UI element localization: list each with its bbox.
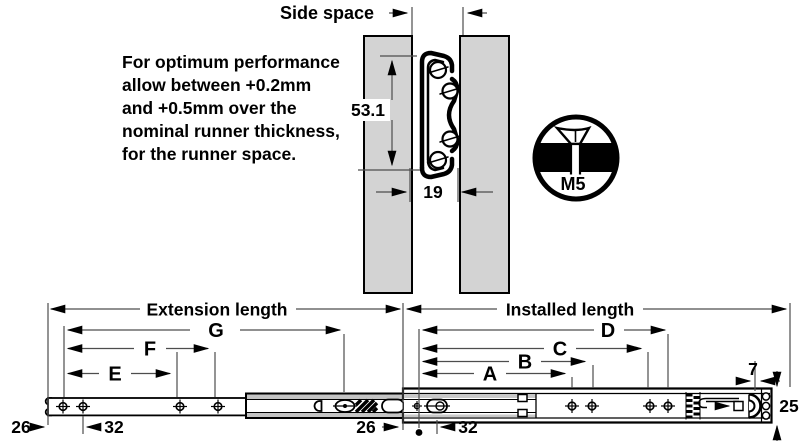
reference-hole bbox=[412, 401, 422, 411]
runner-space-value: 19 bbox=[423, 182, 443, 202]
dim-letter-b: B bbox=[518, 352, 532, 374]
bearing-balls bbox=[427, 60, 461, 170]
end-offset-value: 7 bbox=[748, 359, 758, 379]
cabinet-panel-left bbox=[363, 35, 413, 294]
dim-32-center: 32 bbox=[439, 417, 478, 437]
mounting-hole bbox=[585, 399, 599, 413]
mounting-hole bbox=[56, 399, 70, 414]
detent-notch bbox=[313, 400, 323, 412]
dim-26-center: 26 bbox=[356, 417, 400, 437]
dim-32-left: 32 bbox=[85, 417, 124, 437]
extension-length-label: Extension length bbox=[147, 300, 288, 320]
dim-d: D bbox=[421, 320, 667, 342]
left-end-offset-value: 26 bbox=[11, 417, 31, 437]
dim-installed-length: Installed length bbox=[405, 300, 788, 320]
middle-rail bbox=[245, 392, 416, 419]
rear-bumper bbox=[748, 393, 762, 419]
mounting-hole bbox=[661, 399, 675, 413]
rail-height-value: 25 bbox=[779, 396, 799, 416]
dim-e: E bbox=[66, 364, 172, 386]
cutout bbox=[517, 408, 528, 418]
note-line: and +0.5mm over the bbox=[122, 98, 297, 118]
dim-b: B bbox=[421, 352, 587, 374]
rivet-strip bbox=[760, 389, 771, 422]
dim-letter-g: G bbox=[208, 320, 224, 342]
note-line: for the runner space. bbox=[122, 144, 296, 164]
dim-7: 7 bbox=[735, 359, 780, 386]
note-line: For optimum performance bbox=[122, 52, 340, 72]
dim-extension-length: Extension length bbox=[49, 300, 402, 320]
adjustment-slot bbox=[424, 398, 450, 414]
mounting-hole bbox=[643, 399, 657, 413]
dim-25: 25 bbox=[772, 371, 799, 441]
performance-note: For optimum performance allow between +0… bbox=[122, 52, 340, 164]
side-space-label: Side space bbox=[280, 3, 374, 23]
runner-side-view bbox=[44, 387, 773, 424]
dim-a: A bbox=[421, 364, 567, 386]
m5-screw-badge: M5 bbox=[532, 114, 620, 202]
dimension-annotations: Extension length Installed length G D F bbox=[11, 300, 799, 441]
left-hole-pitch-value: 32 bbox=[104, 417, 124, 437]
cutout bbox=[517, 393, 528, 403]
side-space-annotation: Side space bbox=[280, 3, 487, 36]
center-end-offset-value: 26 bbox=[356, 417, 376, 437]
end-slot bbox=[381, 398, 405, 414]
mounting-hole bbox=[173, 399, 187, 414]
note-line: nominal runner thickness, bbox=[122, 121, 340, 141]
outer-rail bbox=[401, 387, 773, 424]
dim-c: C bbox=[421, 339, 643, 361]
dim-26-left: 26 bbox=[11, 417, 46, 437]
dim-f: F bbox=[66, 339, 210, 361]
slot-hole bbox=[333, 399, 357, 413]
installed-length-label: Installed length bbox=[506, 300, 634, 320]
note-line: allow between +0.2mm bbox=[122, 75, 311, 95]
dim-letter-a: A bbox=[483, 364, 497, 386]
mounting-hole bbox=[565, 399, 579, 413]
screw-size-label: M5 bbox=[560, 174, 585, 194]
inner-rail bbox=[44, 397, 249, 417]
runner-cross-section bbox=[419, 50, 461, 180]
release-latch bbox=[698, 397, 744, 412]
dim-letter-e: E bbox=[108, 364, 121, 386]
dim-letter-f: F bbox=[144, 339, 156, 361]
mounting-hole bbox=[211, 399, 225, 414]
countersunk-screw-icon bbox=[553, 125, 592, 179]
dim-runner-space: 19 bbox=[376, 168, 493, 202]
cabinet-panel-right bbox=[459, 35, 510, 294]
dim-letter-c: C bbox=[553, 339, 567, 361]
center-hole-pitch-value: 32 bbox=[458, 417, 478, 437]
ball-retainer-hatch bbox=[354, 398, 379, 414]
mounting-hole bbox=[76, 399, 90, 414]
runner-height-value: 53.1 bbox=[351, 100, 385, 120]
reference-dot bbox=[415, 429, 423, 436]
dim-g: G bbox=[66, 320, 342, 342]
dim-letter-d: D bbox=[601, 320, 615, 342]
